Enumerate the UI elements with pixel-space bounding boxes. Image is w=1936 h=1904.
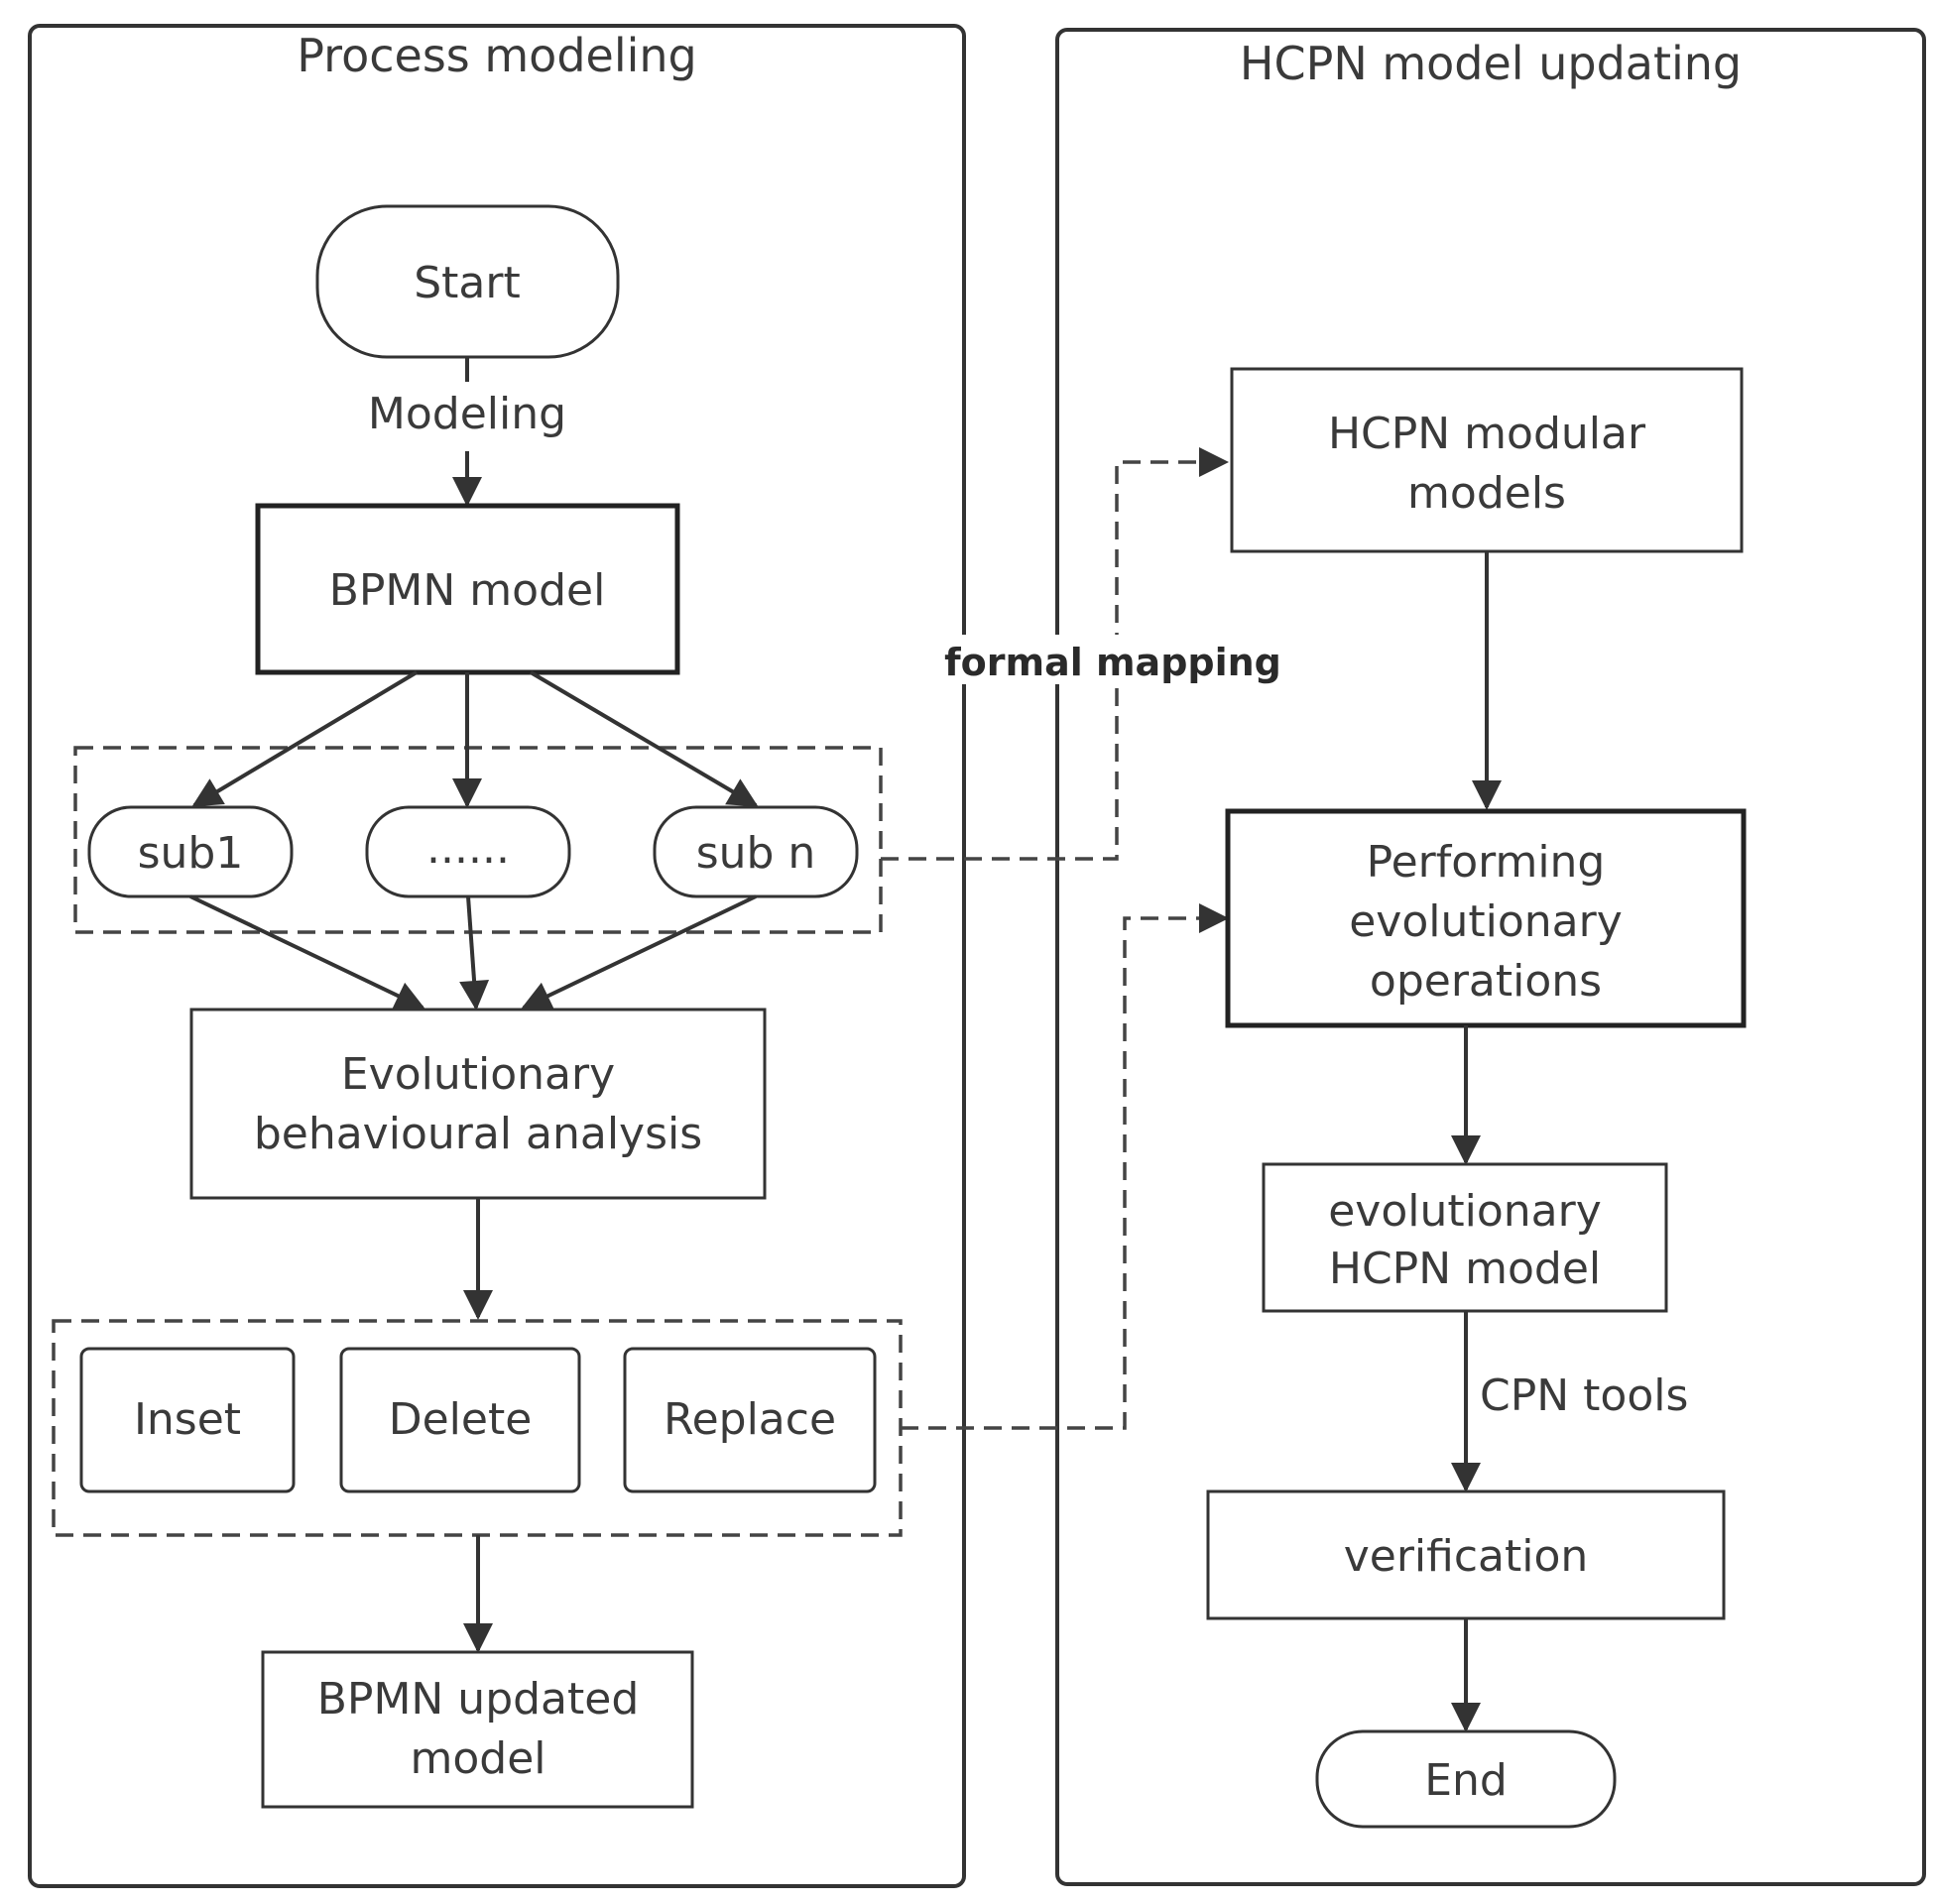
evolutionary-analysis-label-1: Evolutionary: [341, 1049, 615, 1100]
bpmn-model-label: BPMN model: [329, 565, 606, 616]
verification-node: [1206, 1489, 1726, 1620]
edge-ops-to-performing: [901, 903, 1229, 1430]
subdots-label: ......: [426, 823, 510, 874]
hcpn-modular-node: [1230, 367, 1744, 553]
formal-mapping-label-bg: [954, 635, 1270, 684]
bpmn-model-node: [255, 503, 680, 675]
lane-title-process-modeling: Process modeling: [297, 29, 697, 82]
performing-label-1: Performing: [1367, 837, 1606, 888]
evolutionary-analysis-label-2: behavioural analysis: [254, 1109, 702, 1159]
lane-process-modeling: [28, 24, 966, 1888]
edge-bpmn-to-sub1: [191, 670, 419, 807]
bpmn-updated-label-2: model: [410, 1733, 545, 1784]
edge-bpmn-to-subn: [529, 670, 759, 807]
subprocess-group: [73, 746, 883, 934]
edge-label-formal-mapping: formal mapping: [944, 641, 1281, 684]
replace-node: [623, 1347, 877, 1493]
hcpn-modular-label-2: models: [1407, 468, 1566, 519]
performing-operations-node: [1225, 808, 1747, 1028]
replace-label: Replace: [664, 1394, 836, 1445]
inset-node: [79, 1347, 296, 1493]
end-node: [1315, 1729, 1617, 1829]
lane-title-hcpn-updating: HCPN model updating: [1240, 37, 1742, 90]
edge-subn-to-analysis: [521, 894, 757, 1010]
evolutionary-hcpn-label-1: evolutionary: [1328, 1186, 1602, 1237]
edge-subdots-to-analysis: [459, 895, 490, 1011]
sub1-label: sub1: [138, 828, 244, 879]
delete-node: [339, 1347, 581, 1493]
edge-sub1-to-analysis: [189, 894, 425, 1010]
evolutionary-hcpn-label-2: HCPN model: [1329, 1244, 1601, 1294]
edge-label-modeling: Modeling: [368, 389, 566, 439]
lane-hcpn-updating: [1055, 28, 1926, 1886]
hcpn-modular-label-1: HCPN modular: [1328, 409, 1646, 459]
verification-label: verification: [1344, 1531, 1589, 1582]
delete-label: Delete: [389, 1394, 533, 1445]
bpmn-updated-label-1: BPMN updated: [317, 1674, 640, 1725]
edge-label-cpn-tools: CPN tools: [1480, 1370, 1688, 1421]
performing-label-2: evolutionary: [1349, 896, 1623, 947]
end-label: End: [1424, 1755, 1508, 1806]
bpmn-updated-node: [261, 1650, 694, 1809]
performing-label-3: operations: [1370, 956, 1602, 1007]
subn-label: sub n: [696, 828, 816, 879]
evolutionary-analysis-node: [189, 1008, 767, 1200]
evolutionary-hcpn-node: [1262, 1162, 1668, 1313]
start-label: Start: [414, 258, 521, 308]
inset-label: Inset: [134, 1394, 241, 1445]
